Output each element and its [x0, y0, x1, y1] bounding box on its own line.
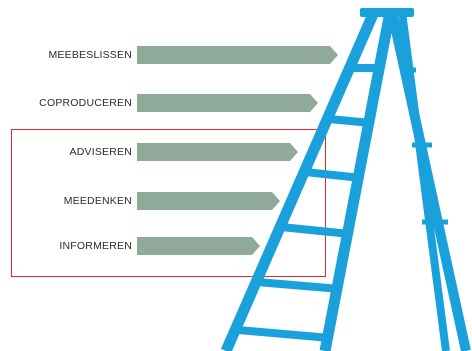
- level-label-coproduceren: COPRODUCEREN: [39, 97, 132, 109]
- level-label-adviseren: ADVISEREN: [69, 146, 132, 158]
- arrow-adviseren: [137, 143, 298, 161]
- level-label-meebeslissen: MEEBESLISSEN: [48, 49, 132, 61]
- highlight-frame: [11, 129, 326, 277]
- arrow-coproduceren: [137, 94, 318, 112]
- arrow-meebeslissen: [137, 46, 338, 64]
- arrow-meedenken: [137, 192, 280, 210]
- level-label-informeren: INFORMEREN: [59, 240, 132, 252]
- arrow-informeren: [137, 237, 260, 255]
- level-label-meedenken: MEEDENKEN: [63, 195, 132, 207]
